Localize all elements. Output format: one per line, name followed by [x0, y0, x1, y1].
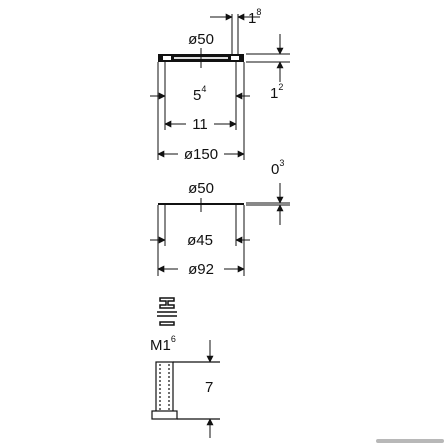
- part3-length-label: 7: [205, 379, 213, 396]
- part1-height-label: 12: [270, 82, 283, 102]
- part3-screw-top-view: [157, 297, 177, 326]
- part3-thread-label: M16: [150, 334, 176, 354]
- part1-inner-span-label: 11: [192, 116, 208, 133]
- part2-shim-drawing: [157, 198, 290, 276]
- part2-outer-diameter-label: ø92: [188, 261, 214, 278]
- scrollbar[interactable]: [376, 439, 444, 443]
- part1-inner-gap-label: 54: [193, 84, 206, 104]
- part2-thickness-label: 03: [271, 158, 284, 178]
- part2-center-diameter-label: ø50: [188, 180, 214, 197]
- part1-thickness-label: 18: [248, 7, 261, 27]
- part2-inner-diameter-label: ø45: [187, 232, 213, 249]
- part1-center-diameter-label: ø50: [188, 31, 214, 48]
- part1-outer-diameter-label: ø150: [184, 146, 218, 163]
